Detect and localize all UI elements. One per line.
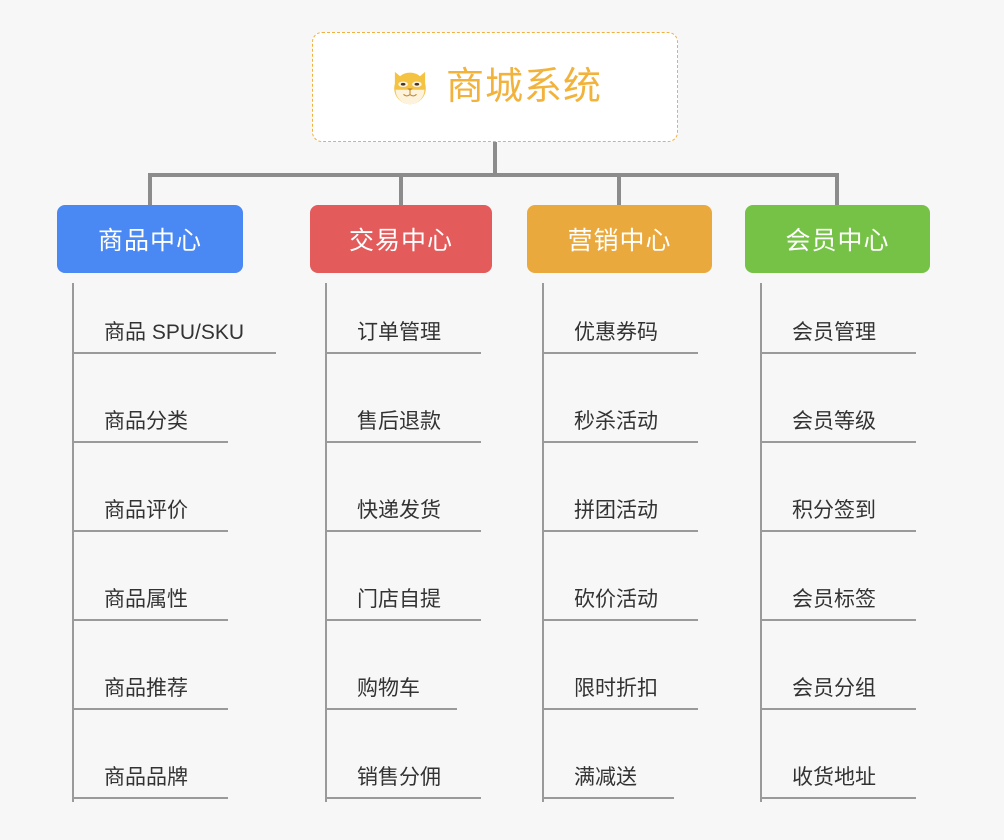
leaf-item-underline	[542, 619, 698, 621]
leaf-item-underline	[325, 797, 481, 799]
leaf-item-underline	[325, 352, 481, 354]
leaf-item-underline	[542, 797, 674, 799]
leaf-item-underline	[325, 708, 457, 710]
connector-drop-marketing-center	[617, 173, 621, 207]
leaf-item-label: 销售分佣	[357, 766, 441, 789]
leaf-item-label: 积分签到	[792, 499, 876, 522]
leaf-item[interactable]: 优惠券码	[542, 321, 698, 354]
leaf-item-underline	[72, 530, 228, 532]
leaf-item[interactable]: 商品推荐	[72, 677, 228, 710]
leaf-item-label: 会员等级	[792, 410, 876, 433]
category-header-trade-center[interactable]: 交易中心	[310, 205, 492, 273]
category-header-marketing-center[interactable]: 营销中心	[527, 205, 712, 273]
leaf-item-label: 快递发货	[357, 499, 441, 522]
column-spine-product-center	[72, 283, 74, 802]
leaf-item[interactable]: 砍价活动	[542, 588, 698, 621]
leaf-item-underline	[72, 619, 228, 621]
leaf-item[interactable]: 商品 SPU/SKU	[72, 321, 276, 354]
leaf-item[interactable]: 订单管理	[325, 321, 481, 354]
leaf-item-underline	[760, 441, 916, 443]
leaf-item[interactable]: 会员等级	[760, 410, 916, 443]
leaf-item-underline	[542, 708, 698, 710]
leaf-item[interactable]: 门店自提	[325, 588, 481, 621]
leaf-item-label: 收货地址	[792, 766, 876, 789]
root-node[interactable]: 商城系统	[312, 32, 678, 142]
connector-root-stem	[493, 142, 497, 175]
connector-drop-trade-center	[399, 173, 403, 207]
leaf-item[interactable]: 拼团活动	[542, 499, 698, 532]
leaf-item[interactable]: 限时折扣	[542, 677, 698, 710]
leaf-item[interactable]: 会员分组	[760, 677, 916, 710]
leaf-item-label: 砍价活动	[574, 588, 658, 611]
leaf-item-underline	[325, 530, 481, 532]
leaf-item-label: 商品分类	[104, 410, 188, 433]
leaf-item[interactable]: 会员管理	[760, 321, 916, 354]
leaf-item[interactable]: 会员标签	[760, 588, 916, 621]
leaf-item-underline	[760, 708, 916, 710]
dog-face-icon	[388, 65, 432, 109]
leaf-item-underline	[325, 441, 481, 443]
leaf-item-label: 商品 SPU/SKU	[104, 321, 245, 344]
leaf-item[interactable]: 商品品牌	[72, 766, 228, 799]
leaf-item-underline	[72, 441, 228, 443]
leaf-item-label: 购物车	[357, 677, 420, 700]
connector-drop-product-center	[148, 173, 152, 207]
leaf-item-label: 秒杀活动	[574, 410, 658, 433]
leaf-item-underline	[760, 619, 916, 621]
leaf-item-label: 商品评价	[104, 499, 188, 522]
leaf-item-label: 满减送	[574, 766, 637, 789]
leaf-item[interactable]: 销售分佣	[325, 766, 481, 799]
leaf-item[interactable]: 购物车	[325, 677, 457, 710]
leaf-item[interactable]: 秒杀活动	[542, 410, 698, 443]
leaf-item-label: 商品属性	[104, 588, 188, 611]
column-spine-marketing-center	[542, 283, 544, 802]
leaf-item-underline	[760, 530, 916, 532]
leaf-item[interactable]: 快递发货	[325, 499, 481, 532]
leaf-item[interactable]: 售后退款	[325, 410, 481, 443]
leaf-item[interactable]: 商品分类	[72, 410, 228, 443]
leaf-item-label: 优惠券码	[574, 321, 658, 344]
leaf-item-label: 会员分组	[792, 677, 876, 700]
leaf-item[interactable]: 满减送	[542, 766, 674, 799]
leaf-item-underline	[542, 530, 698, 532]
category-header-member-center[interactable]: 会员中心	[745, 205, 930, 273]
leaf-item-label: 商品品牌	[104, 766, 188, 789]
leaf-item-underline	[72, 708, 228, 710]
leaf-item[interactable]: 积分签到	[760, 499, 916, 532]
connector-horizontal-bus	[148, 173, 839, 177]
leaf-item-underline	[542, 441, 698, 443]
leaf-item-underline	[72, 352, 276, 354]
leaf-item[interactable]: 收货地址	[760, 766, 916, 799]
leaf-item-label: 售后退款	[357, 410, 441, 433]
root-title: 商城系统	[445, 66, 602, 108]
leaf-item-underline	[760, 352, 916, 354]
leaf-item-label: 会员管理	[792, 321, 876, 344]
leaf-item-underline	[760, 797, 916, 799]
leaf-item-label: 商品推荐	[104, 677, 188, 700]
leaf-item-underline	[325, 619, 481, 621]
leaf-item[interactable]: 商品属性	[72, 588, 228, 621]
leaf-item-label: 限时折扣	[574, 677, 658, 700]
leaf-item-underline	[542, 352, 698, 354]
category-header-product-center[interactable]: 商品中心	[57, 205, 243, 273]
leaf-item-label: 会员标签	[792, 588, 876, 611]
column-spine-trade-center	[325, 283, 327, 802]
column-spine-member-center	[760, 283, 762, 802]
leaf-item-label: 拼团活动	[574, 499, 658, 522]
connector-drop-member-center	[835, 173, 839, 207]
leaf-item-label: 门店自提	[357, 588, 441, 611]
leaf-item-label: 订单管理	[357, 321, 441, 344]
leaf-item[interactable]: 商品评价	[72, 499, 228, 532]
leaf-item-underline	[72, 797, 228, 799]
